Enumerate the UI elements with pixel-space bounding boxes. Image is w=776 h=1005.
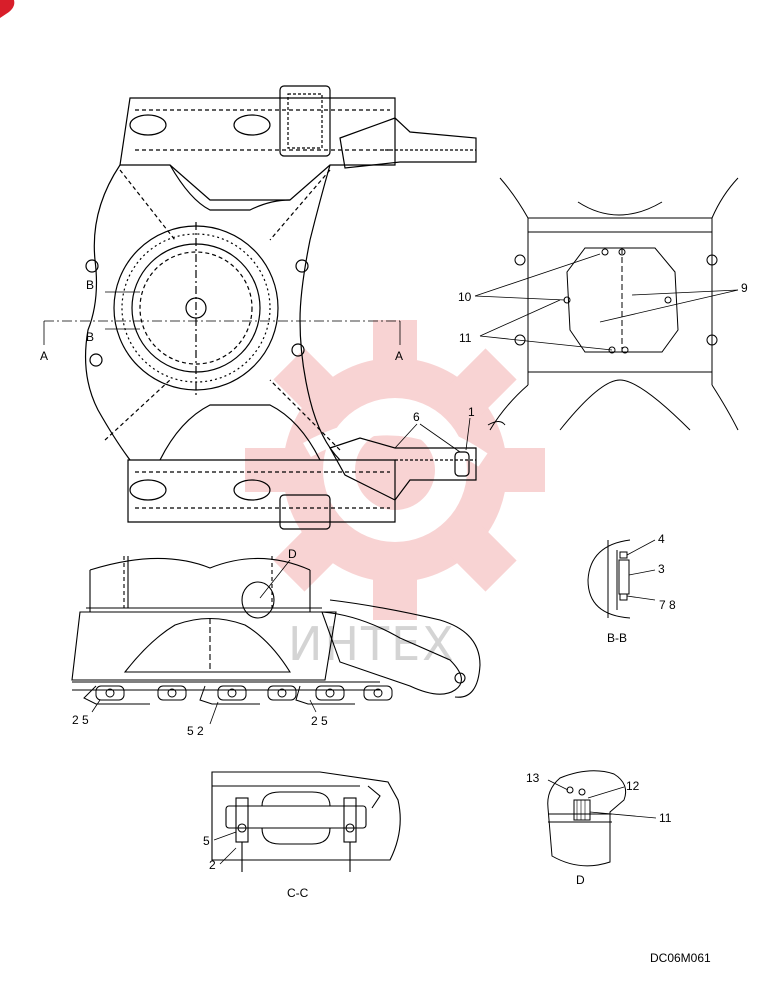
section-label-b-upper: B xyxy=(86,278,94,292)
callout-9: 9 xyxy=(741,281,748,295)
side-view-leaders xyxy=(91,559,317,725)
drawing-code: DC06M061 xyxy=(650,951,711,965)
side-view xyxy=(71,556,481,698)
callout-d: D xyxy=(288,547,297,561)
callout-6: 6 xyxy=(413,410,420,424)
top-view xyxy=(84,85,477,530)
callout-1: 1 xyxy=(468,405,475,419)
detail-d-leaders xyxy=(547,779,657,819)
section-label-b-lower: B xyxy=(86,330,94,344)
section-bb-leaders xyxy=(626,539,656,601)
callout-5-cc: 5 xyxy=(203,834,210,848)
callout-4: 4 xyxy=(658,532,665,546)
section-line-aa xyxy=(43,291,401,345)
section-label-a-left: A xyxy=(40,349,48,363)
section-bb-title: B-B xyxy=(607,631,627,645)
top-view-leaders xyxy=(394,417,471,453)
callout-2-cc: 2 xyxy=(209,858,216,872)
callout-11-top: 11 xyxy=(459,331,472,345)
section-cc-title: C-C xyxy=(287,886,309,900)
detail-d-view xyxy=(547,770,627,867)
section-cc-view xyxy=(211,771,401,872)
watermark-text: ИНТЕХ xyxy=(288,617,456,671)
callout-10: 10 xyxy=(458,290,472,304)
track-rollers xyxy=(83,685,393,705)
callout-12: 12 xyxy=(626,779,640,793)
watermark-logo xyxy=(245,320,545,620)
detail-d-title: D xyxy=(576,873,585,887)
detail-leaders xyxy=(474,253,739,351)
callout-13: 13 xyxy=(526,771,540,785)
section-label-a-right: A xyxy=(395,349,403,363)
callout-2-5-right: 2 5 xyxy=(311,714,328,728)
corner-mark xyxy=(0,0,15,18)
detail-plate-view xyxy=(487,177,739,431)
callout-3: 3 xyxy=(658,562,665,576)
callout-5-2-center: 5 2 xyxy=(187,724,204,738)
callout-11-d: 11 xyxy=(659,811,672,825)
callout-2-5-left: 2 5 xyxy=(72,713,89,727)
section-bb-view xyxy=(587,539,631,619)
section-cc-leaders xyxy=(213,831,237,865)
callout-7-8: 7 8 xyxy=(659,598,676,612)
